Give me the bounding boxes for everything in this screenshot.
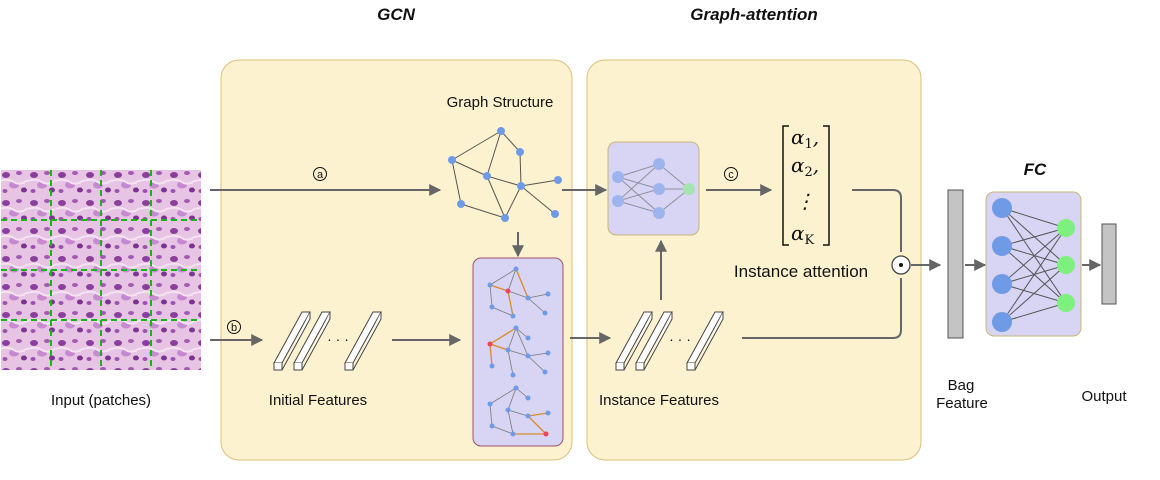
bag-feature-label-line1: Bag bbox=[948, 377, 975, 394]
marker-a-circle bbox=[313, 167, 327, 181]
instance-attention-label: Instance attention bbox=[734, 262, 868, 281]
attention-vector-entries: α1, α2, ⋮ αK bbox=[791, 125, 819, 248]
gcn-graph-2 bbox=[487, 325, 551, 378]
gcn-graph-1 bbox=[487, 266, 551, 319]
marker-b: b bbox=[231, 322, 237, 334]
connector-attention bbox=[852, 189, 902, 252]
bag-feature-label-line2: Feature bbox=[936, 395, 988, 412]
marker-a: a bbox=[317, 169, 324, 181]
initial-features-bars bbox=[273, 311, 382, 371]
marker-c-circle bbox=[724, 167, 738, 181]
marker-b-circle bbox=[227, 320, 241, 334]
fc-title: FC bbox=[1024, 160, 1047, 179]
gcn-box bbox=[472, 257, 564, 447]
alpha-k: αK bbox=[791, 221, 815, 248]
attention-vector-brackets bbox=[782, 125, 830, 246]
output-label: Output bbox=[1081, 388, 1127, 405]
bag-feature-bar bbox=[947, 189, 964, 339]
instance-features-label: Instance Features bbox=[599, 392, 719, 409]
graph-structure bbox=[451, 130, 559, 219]
fc-output-nodes bbox=[1057, 219, 1075, 312]
attention-network bbox=[612, 158, 695, 219]
gcn-graph-3 bbox=[487, 385, 551, 437]
elementwise-product-dot bbox=[899, 263, 903, 267]
connector-instance bbox=[742, 278, 902, 339]
input-patches-image bbox=[1, 170, 201, 370]
input-label: Input (patches) bbox=[51, 392, 151, 409]
instance-features-ellipsis: · · · bbox=[669, 331, 691, 347]
instance-features-bars bbox=[615, 311, 724, 371]
initial-features-label: Initial Features bbox=[269, 392, 367, 409]
fc-network-edges bbox=[1001, 207, 1067, 323]
initial-features-ellipsis: · · · bbox=[327, 331, 349, 347]
alpha-2: α2, bbox=[791, 153, 819, 180]
output-bar bbox=[1101, 223, 1117, 305]
alpha-1: α1, bbox=[791, 125, 819, 152]
gcn-title: GCN bbox=[377, 5, 416, 24]
vertical-ellipsis: ⋮ bbox=[795, 189, 815, 213]
graph-attention-title: Graph-attention bbox=[690, 5, 818, 24]
marker-c: c bbox=[728, 169, 734, 181]
graph-structure-label: Graph Structure bbox=[447, 94, 554, 111]
fc-input-nodes bbox=[992, 198, 1012, 332]
graph-structure-nodes bbox=[448, 127, 562, 222]
